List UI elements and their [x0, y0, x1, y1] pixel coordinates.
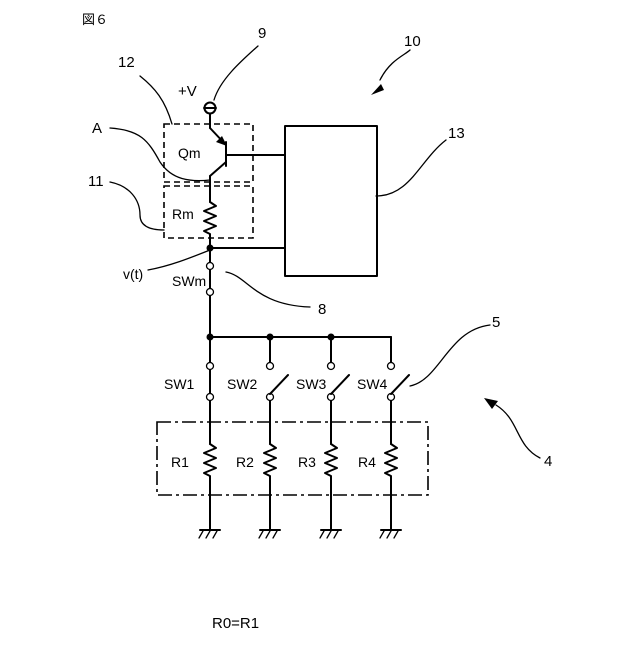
ground-2-icon — [259, 530, 280, 538]
arrow-10-icon — [371, 84, 384, 95]
arrow-4-icon — [484, 398, 498, 409]
switch-swm-label: SWm — [172, 273, 206, 289]
switch-sw1-label: SW1 — [164, 376, 195, 392]
controller-block — [285, 126, 377, 276]
leader-10 — [380, 50, 410, 80]
switch-sw3-symbol — [328, 337, 350, 401]
ref-10: 10 — [404, 33, 421, 50]
leader-11 — [110, 182, 164, 230]
figure-label: 図６ — [82, 12, 108, 27]
leader-4 — [496, 405, 540, 458]
resistor-bank-box — [157, 422, 428, 495]
ref-9: 9 — [258, 25, 266, 42]
transistor-label: Qm — [178, 145, 201, 161]
switch-sw4-label: SW4 — [357, 376, 388, 392]
ref-13: 13 — [448, 125, 465, 142]
footer-equation: R0=R1 — [212, 615, 259, 632]
ground-1-icon — [199, 530, 220, 538]
switch-sw4-symbol — [388, 337, 410, 401]
leader-9 — [214, 46, 258, 100]
resistor-r1-symbol — [204, 401, 216, 530]
resistor-rm-label: Rm — [172, 206, 194, 222]
resistor-r1-label: R1 — [171, 454, 189, 470]
leader-8 — [226, 272, 310, 307]
resistor-r3-label: R3 — [298, 454, 316, 470]
ref-12: 12 — [118, 54, 135, 71]
leader-vt — [148, 250, 210, 270]
resistor-rm-symbol — [204, 202, 216, 248]
ground-4-icon — [380, 530, 401, 538]
resistor-r2-symbol — [264, 401, 276, 530]
supply-terminal — [204, 103, 216, 114]
leader-13 — [376, 140, 446, 196]
switch-sw2-symbol — [267, 337, 289, 401]
resistor-r4-symbol — [385, 401, 397, 530]
ref-4: 4 — [544, 453, 552, 470]
ref-11: 11 — [88, 173, 104, 190]
resistor-r3-symbol — [325, 401, 337, 530]
ref-5: 5 — [492, 314, 500, 331]
ref-a: A — [92, 120, 102, 137]
supply-label: +V — [178, 83, 197, 100]
switch-sw3-label: SW3 — [296, 376, 327, 392]
switch-sw2-label: SW2 — [227, 376, 258, 392]
resistor-r4-label: R4 — [358, 454, 376, 470]
ground-3-icon — [320, 530, 341, 538]
switch-sw1-symbol — [207, 337, 214, 401]
resistor-r2-label: R2 — [236, 454, 254, 470]
ref-8: 8 — [318, 301, 326, 318]
node-voltage-label: v(t) — [123, 266, 143, 282]
switch-swm-symbol — [207, 248, 214, 337]
leader-12 — [140, 76, 172, 124]
transistor-qm-symbol — [210, 114, 285, 202]
leader-5 — [410, 325, 490, 386]
